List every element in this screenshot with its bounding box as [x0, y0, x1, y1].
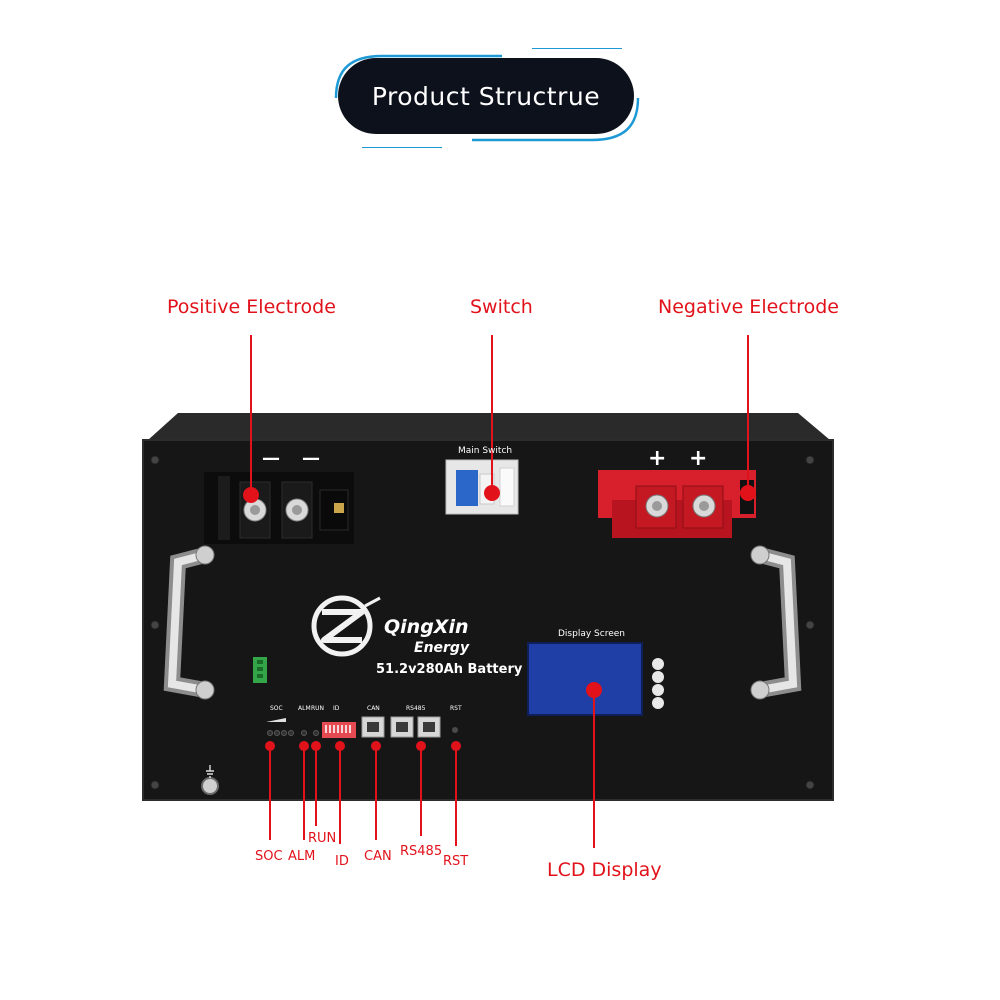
- negative-terminal-block: [204, 472, 354, 544]
- callout-negative-electrode: Negative Electrode: [658, 296, 839, 318]
- lcd-buttons: [652, 658, 664, 709]
- port-label-rs485: RS485: [406, 705, 426, 712]
- port-label-can: CAN: [367, 705, 380, 712]
- port-label-alm: ALM: [298, 705, 311, 712]
- positive-terminal-block: [598, 470, 756, 538]
- qingxin-logo-icon: [311, 595, 381, 657]
- callout-lines: [243, 335, 756, 848]
- brand-name: QingXin: [384, 616, 469, 638]
- ground-terminal: [201, 777, 219, 795]
- callout-can: CAN: [364, 849, 392, 864]
- pos-symbol-1: +: [648, 446, 667, 471]
- title-badge: Product Structrue: [322, 48, 652, 148]
- port-label-id: ID: [333, 705, 340, 712]
- left-handle: [163, 545, 215, 700]
- brand-subtitle: Energy: [414, 640, 470, 656]
- main-switch-label: Main Switch: [458, 446, 513, 456]
- display-screen-label: Display Screen: [558, 629, 625, 639]
- callout-id: ID: [335, 854, 349, 869]
- pos-symbol-2: +: [689, 446, 708, 471]
- callout-rst: RST: [443, 854, 469, 869]
- lcd-screen: [527, 642, 643, 716]
- neg-symbol-2: —: [302, 448, 320, 469]
- callout-positive-electrode: Positive Electrode: [167, 296, 336, 318]
- port-label-rst: RST: [450, 705, 462, 712]
- neg-symbol-1: —: [262, 448, 280, 469]
- battery-model: 51.2v280Ah Battery: [376, 662, 523, 677]
- port-label-run: RUN: [311, 705, 325, 712]
- rj45-ports: [361, 716, 441, 738]
- main-switch: [445, 459, 519, 515]
- callout-soc: SOC: [255, 849, 283, 864]
- callout-alm: ALM: [288, 849, 316, 864]
- callout-rs485: RS485: [400, 844, 443, 859]
- port-label-soc: SOC: [270, 705, 283, 712]
- page-title: Product Structrue: [338, 58, 634, 134]
- callout-lcd-display: LCD Display: [547, 859, 662, 881]
- right-handle: [750, 545, 802, 700]
- title-badge-frame: [334, 48, 640, 148]
- callout-switch: Switch: [470, 296, 533, 318]
- callout-run: RUN: [308, 831, 337, 846]
